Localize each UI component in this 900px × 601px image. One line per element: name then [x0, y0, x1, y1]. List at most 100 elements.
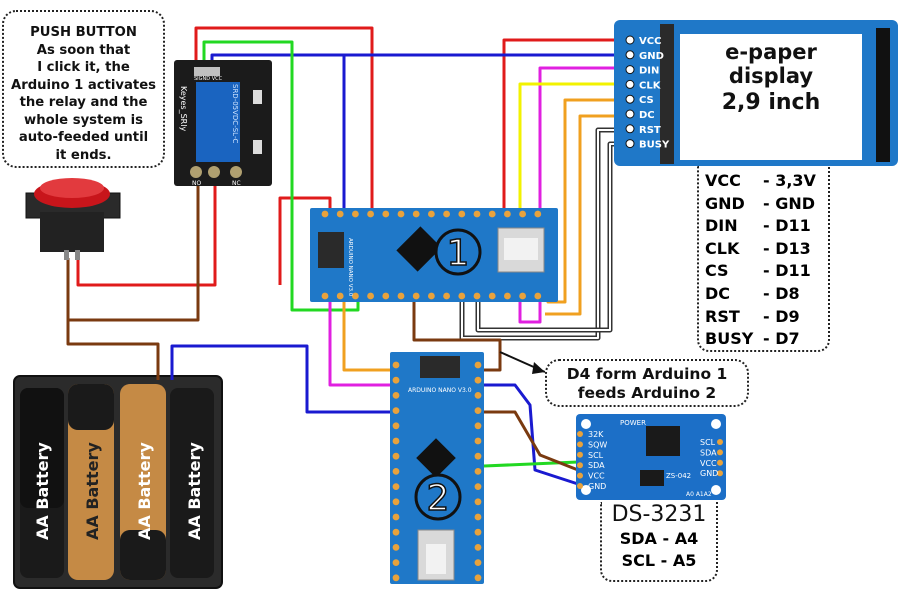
rtc-pin-label: SCL	[588, 451, 604, 460]
epaper-pin-map: VCC- 3,3V GND- GND DIN- D11 CLK- D13 CS-…	[697, 166, 830, 352]
pin-map-row: CLK - D13	[705, 238, 828, 261]
header-pin	[352, 210, 359, 218]
wire-green	[202, 40, 360, 312]
header-pin	[474, 498, 482, 506]
pin-map-name: CLK	[705, 238, 740, 258]
rtc-chip	[646, 426, 680, 456]
wire-blue	[484, 383, 579, 486]
d4-feed-note: D4 form Arduino 1 feeds Arduino 2	[545, 359, 749, 407]
rtc-pin	[717, 470, 723, 477]
header-pin	[473, 292, 481, 300]
wire-brown	[412, 300, 502, 372]
header-pin	[352, 292, 359, 300]
header-pin	[367, 210, 374, 218]
rtc-power-label: POWER	[620, 419, 646, 427]
header-pin	[474, 483, 482, 490]
arduino-1: 1 ARDUINO NANO V3.0	[310, 208, 558, 302]
relay-pin-label: SIGND VCC	[194, 76, 223, 82]
relay-board-label: Keyes_SRly	[179, 86, 188, 131]
header-pin	[428, 292, 435, 300]
arduino-number: 2	[427, 478, 450, 519]
header-pin	[474, 361, 482, 369]
pin-map-target: - D9	[763, 306, 800, 326]
pin-map-target: - 3,3V	[763, 171, 816, 190]
pin-map-name: CS	[705, 261, 729, 281]
header-pin	[382, 292, 390, 300]
header-pin	[392, 407, 400, 414]
header-pin	[412, 292, 420, 300]
header-pin	[474, 544, 482, 551]
rtc-addr-label: A0 A1A2	[686, 491, 712, 498]
rtc-pin	[717, 459, 723, 466]
wire-white	[461, 129, 628, 339]
battery-cell	[20, 388, 64, 578]
epaper-screen	[680, 34, 862, 160]
wires	[66, 26, 628, 486]
header-pin	[534, 210, 542, 218]
pin-map-row: CS- D11	[705, 260, 828, 283]
relay-terminal-nc: NC	[232, 180, 241, 187]
epaper-pin	[625, 139, 635, 149]
arduino-label: ARDUINO NANO V3.0	[347, 238, 353, 297]
header-pin	[392, 468, 400, 475]
arduino-number-badge	[414, 473, 462, 521]
pin-map-name: VCC	[705, 171, 741, 190]
header-pin	[474, 559, 482, 566]
arduino-number-badge	[434, 228, 482, 276]
wire-red	[76, 175, 217, 287]
rtc-pin-label: SQW	[588, 440, 607, 449]
epaper-pin-label: GND	[639, 51, 664, 62]
epaper-pin	[625, 50, 635, 60]
header-pin	[474, 407, 482, 414]
header-pin	[392, 544, 400, 551]
header-pin	[392, 559, 400, 566]
push-button-note: PUSH BUTTON As soon that I click it, the…	[2, 10, 165, 168]
wire-brown	[68, 175, 200, 322]
header-pin	[412, 210, 420, 218]
relay-module: SIGND VCC SRD-05VDC-SL-C Keyes_SRly NO N…	[174, 60, 272, 187]
header-pin	[392, 392, 400, 399]
header-pin	[488, 292, 496, 300]
epaper-pin-label: BUSY	[639, 140, 670, 151]
rtc-module: POWER ZS-042 A0 A1A2 32KSQWSCLSDAVCCGND …	[576, 414, 726, 500]
header-pin	[458, 292, 466, 300]
relay-coil	[196, 82, 240, 162]
header-pin	[474, 437, 482, 445]
wire-orange	[342, 300, 400, 372]
header-pin	[336, 210, 344, 218]
epaper-pin	[625, 124, 635, 134]
header-pin	[519, 210, 526, 218]
epaper-title-line1: e-paper	[725, 40, 817, 64]
rtc-pin-label: GND	[588, 482, 606, 491]
rtc-pin	[717, 439, 723, 445]
epaper-pin-label: CLK	[639, 80, 662, 91]
pin-map-target: - D8	[763, 283, 800, 303]
rtc-chip-label: ZS-042	[666, 472, 691, 480]
rtc-pin-label: SDA	[700, 448, 717, 457]
header-pin	[474, 392, 482, 399]
wire-red	[278, 196, 332, 285]
epaper-title: e-paper display 2,9 inch	[686, 40, 856, 118]
pin-map-target: - D13	[763, 238, 811, 258]
epaper-pin	[625, 35, 635, 45]
battery-label: AA Battery	[185, 442, 204, 540]
epaper-title-line2: display	[728, 64, 814, 88]
header-pin	[367, 292, 374, 300]
header-pin	[336, 292, 344, 300]
wire-red	[194, 26, 374, 210]
header-pin	[474, 574, 482, 582]
header-pin	[397, 292, 405, 300]
arrow-head	[532, 362, 545, 374]
epaper-pin-label: VCC	[639, 36, 661, 47]
battery-label: AA Battery	[135, 442, 154, 540]
rtc-pin-label: SCL	[700, 438, 716, 447]
header-pin	[474, 528, 482, 536]
battery-pack: AA Battery AA Battery AA Battery AA Batt…	[13, 375, 223, 589]
epaper-pin-label: DIN	[639, 66, 659, 77]
relay-model-label: SRD-05VDC-SL-C	[231, 84, 239, 143]
pin-map-row: RST- D9	[705, 306, 828, 329]
header-pin	[392, 376, 400, 384]
relay-terminal-no: NO	[192, 180, 201, 187]
